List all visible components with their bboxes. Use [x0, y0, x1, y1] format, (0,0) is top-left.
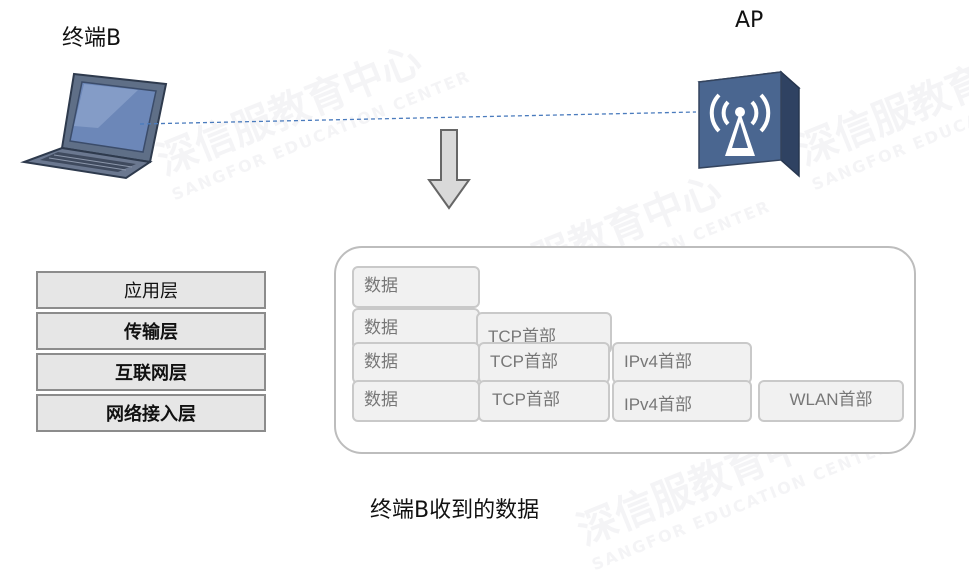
layer-transport: 传输层: [36, 312, 266, 350]
tcp-header-cell: TCP首部: [478, 342, 610, 384]
data-cell: 数据: [352, 342, 480, 384]
tcp-header-cell: TCP首部: [478, 380, 610, 422]
terminal-label: 终端B: [62, 26, 122, 51]
layer-network-access: 网络接入层: [36, 394, 266, 432]
ipv4-header-cell: IPv4首部: [612, 342, 752, 384]
data-cell: 数据: [352, 380, 480, 422]
ipv4-header-cell: IPv4首部: [612, 380, 752, 422]
ap-label: AP: [735, 8, 764, 33]
down-arrow-icon: [427, 129, 471, 210]
wireless-link: [140, 111, 697, 125]
wlan-header-cell: WLAN首部: [758, 380, 904, 422]
data-cell: 数据: [352, 266, 480, 308]
diagram-caption: 终端B收到的数据: [370, 498, 540, 523]
laptop-icon: [20, 72, 168, 180]
layer-application: 应用层: [36, 271, 266, 309]
layer-internet: 互联网层: [36, 353, 266, 391]
access-point-icon: [697, 70, 801, 178]
